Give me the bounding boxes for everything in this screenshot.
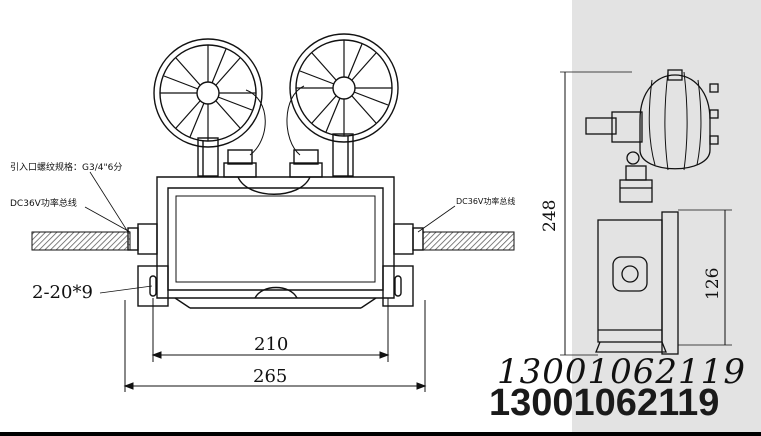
hole-spacing-dimension: 210 (254, 334, 288, 355)
mount-holes-label: 2-20*9 (32, 282, 93, 303)
box-height-dimension: 126 (703, 268, 723, 300)
watermark-phone-italic: 13001062119 (497, 352, 746, 392)
right-mount-foot (382, 265, 414, 307)
right-power-line-label: DC36V功率总线 (456, 196, 515, 206)
side-view (560, 69, 732, 356)
left-power-line-label: DC36V功率总线 (10, 197, 77, 209)
left-cable (31, 231, 131, 251)
right-lamp-head (289, 33, 399, 177)
right-cable (422, 231, 515, 251)
front-view-sheet (0, 0, 572, 432)
left-lamp-head (153, 38, 263, 177)
top-gland-right (293, 149, 319, 165)
cable-entry-spec-label: 引入口螺纹规格：G3/4"6分 (10, 161, 122, 173)
overall-width-dimension: 265 (253, 366, 287, 387)
overall-height-dimension: 248 (540, 200, 560, 232)
top-gland-left (227, 149, 253, 165)
watermark-phone-bold: 13001062119 (489, 382, 720, 424)
front-view (127, 33, 424, 309)
dimension-lines (84, 171, 456, 392)
